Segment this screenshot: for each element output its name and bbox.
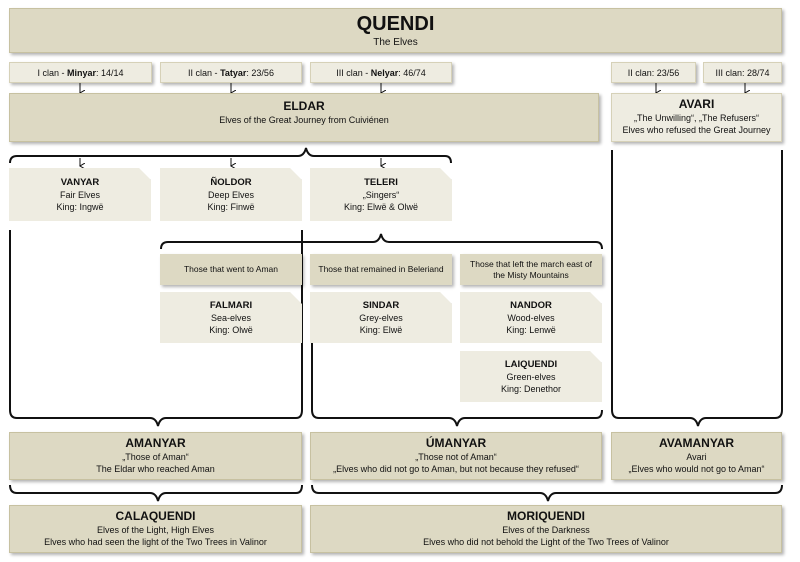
- card-falmari: FALMARI Sea-elves King: Olwë: [160, 292, 302, 343]
- amanyar-box: AMANYAR „Those of Aman“ The Eldar who re…: [9, 432, 302, 480]
- amanyar-line2: The Eldar who reached Aman: [96, 464, 215, 474]
- avamanyar-title: AVAMANYAR: [658, 436, 735, 450]
- group-went-to-aman: Those that went to Aman: [160, 254, 302, 285]
- umanyar-line2: „Elves who did not go to Aman, but not b…: [333, 464, 579, 474]
- clan-minyar: I clan - Minyar: 14/14: [9, 62, 152, 83]
- avari-line1: „The Unwilling“, „The Refusers“: [633, 113, 760, 123]
- group-remained-beleriand: Those that remained in Beleriand: [310, 254, 452, 285]
- calaquendi-line1: Elves of the Light, High Elves: [96, 525, 215, 535]
- card-sindar: SINDAR Grey-elves King: Elwë: [310, 292, 452, 343]
- calaquendi-line2: Elves who had seen the light of the Two …: [44, 537, 267, 547]
- moriquendi-line1: Elves of the Darkness: [502, 525, 590, 535]
- card-nandor: NANDOR Wood-elves King: Lenwë: [460, 292, 602, 343]
- calaquendi-title: CALAQUENDI: [115, 509, 196, 523]
- eldar-title: ELDAR: [283, 99, 325, 113]
- clan-avari-nelyar: III clan: 28/74: [703, 62, 782, 83]
- brace-avamanyar: [611, 409, 783, 427]
- clan-tatyar: II clan - Tatyar: 23/56: [160, 62, 302, 83]
- brace-amanyar: [9, 409, 303, 427]
- clan-avari-tatyar: II clan: 23/56: [611, 62, 696, 83]
- avamanyar-line1: Avari: [686, 452, 707, 462]
- amanyar-line1: „Those of Aman“: [122, 452, 189, 462]
- brace-calaquendi: [9, 484, 303, 502]
- moriquendi-box: MORIQUENDI Elves of the Darkness Elves w…: [310, 505, 782, 553]
- card-noldor: ÑOLDOR Deep Elves King: Finwë: [160, 168, 302, 221]
- umanyar-box: ÚMANYAR „Those not of Aman“ „Elves who d…: [310, 432, 602, 480]
- brace-teleri: [160, 233, 603, 250]
- brace-eldar: [9, 147, 452, 164]
- calaquendi-box: CALAQUENDI Elves of the Light, High Elve…: [9, 505, 302, 553]
- eldar-subtitle: Elves of the Great Journey from Cuiviéne…: [219, 115, 389, 125]
- card-teleri: TELERI „Singers“ King: Elwë & Olwë: [310, 168, 452, 221]
- brace-umanyar: [311, 409, 603, 427]
- group-left-march: Those that left the march east of the Mi…: [460, 254, 602, 285]
- moriquendi-line2: Elves who did not behold the Light of th…: [423, 537, 669, 547]
- avamanyar-box: AVAMANYAR Avari „Elves who would not go …: [611, 432, 782, 480]
- avamanyar-line2: „Elves who would not go to Aman“: [628, 464, 765, 474]
- card-laiquendi: LAIQUENDI Green-elves King: Denethor: [460, 351, 602, 402]
- avari-line2: Elves who refused the Great Journey: [622, 125, 771, 135]
- brace-moriquendi: [311, 484, 783, 502]
- moriquendi-title: MORIQUENDI: [507, 509, 585, 523]
- quendi-subtitle: The Elves: [373, 37, 418, 48]
- eldar-box: ELDAR Elves of the Great Journey from Cu…: [9, 93, 599, 142]
- umanyar-title: ÚMANYAR: [425, 436, 487, 450]
- quendi-box: QUENDI The Elves: [9, 8, 782, 53]
- amanyar-title: AMANYAR: [125, 436, 186, 450]
- card-vanyar: VANYAR Fair Elves King: Ingwë: [9, 168, 151, 221]
- avari-title: AVARI: [678, 97, 715, 111]
- clan-nelyar: III clan - Nelyar: 46/74: [310, 62, 452, 83]
- quendi-title: QUENDI: [356, 13, 435, 35]
- umanyar-line1: „Those not of Aman“: [415, 452, 497, 462]
- avari-box: AVARI „The Unwilling“, „The Refusers“ El…: [611, 93, 782, 142]
